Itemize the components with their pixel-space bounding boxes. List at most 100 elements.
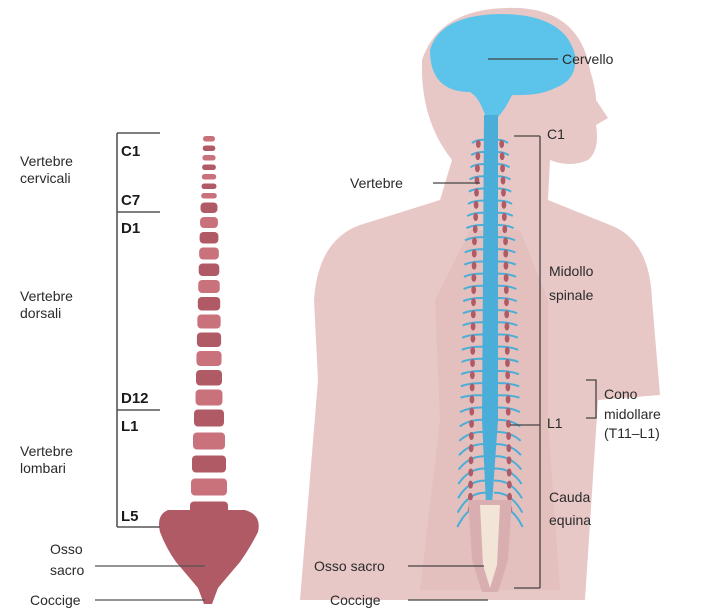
vertebra-marker [470,371,475,379]
vertebrae-label: Vertebre [350,175,403,192]
dorsal-label-line1: Vertebre [20,288,100,305]
vertebra-marker [471,310,476,318]
vertebra-marker [474,189,479,197]
vertebra-marker [505,383,510,391]
c1-label: C1 [547,126,565,143]
vertebra-marker [504,298,509,306]
mark-d12: D12 [121,390,149,407]
vertebra-marker [506,396,511,404]
vertebra-3 [202,155,215,161]
lumbar-label-line2: lombari [20,460,100,477]
cord-label-line2: spinale [549,287,639,304]
vertebra-marker [504,286,509,294]
vertebra-marker [507,469,512,477]
vertebra-marker [507,481,512,489]
vertebra-23 [191,479,227,496]
vertebra-marker [500,152,505,160]
vertebra-marker [471,335,476,343]
cone-label-line1: Cono [604,386,700,403]
brain-label: Cervello [562,51,613,68]
cervical-label-line1: Vertebre [20,153,100,170]
vertebra-marker [468,481,473,489]
vertebra-marker [503,250,508,258]
vertebra-marker [500,164,505,172]
dorsal-label: Vertebre dorsali [20,288,100,322]
lumbar-label-line1: Vertebre [20,443,100,460]
vertebra-marker [505,335,510,343]
vertebra-4 [202,165,216,171]
right-sacrum-label: Osso sacro [314,558,385,575]
vertebra-20 [194,410,224,427]
left-sacrum-line2: sacro [50,562,110,579]
mark-l5: L5 [121,508,139,525]
vertebra-marker [507,493,512,501]
vertebra-19 [196,390,223,406]
left-sacrum-line1: Osso [50,541,110,558]
vertebra-6 [202,184,217,190]
vertebra-21 [193,433,225,450]
vertebra-marker [505,371,510,379]
vertebra-marker [469,408,474,416]
vertebra-marker [499,140,504,148]
left-sacrum-label: Osso sacro [50,541,110,579]
vertebra-marker [470,383,475,391]
cauda-label-line1: Cauda [549,489,629,506]
cone-label: Cono midollare (T11–L1) [604,386,700,442]
vertebra-marker [468,469,473,477]
vertebra-15 [197,315,220,329]
vertebra-marker [476,140,481,148]
vertebra-marker [504,262,509,270]
vertebra-marker [506,444,511,452]
mark-l1: L1 [121,418,139,435]
vertebra-marker [474,201,479,209]
dorsal-label-line2: dorsali [20,305,100,322]
cauda-label: Cauda equina [549,489,629,529]
vertebra-14 [198,297,220,311]
vertebral-column [190,136,228,519]
vertebra-marker [472,250,477,258]
vertebra-2 [203,146,216,152]
vertebra-marker [469,420,474,428]
vertebra-1 [203,136,215,142]
vertebra-5 [202,174,216,180]
vertebra-marker [470,396,475,404]
cord-label-line1: Midollo [549,263,639,280]
lumbar-label: Vertebre lombari [20,443,100,477]
left-sacrum-shape [159,510,259,604]
vertebra-17 [196,351,221,366]
vertebra-marker [472,262,477,270]
vertebra-marker [501,177,506,185]
vertebra-marker [475,164,480,172]
mark-c1: C1 [121,143,140,160]
cord-label: Midollo spinale [549,263,639,304]
cervical-label: Vertebre cervicali [20,153,100,187]
vertebra-marker [505,347,510,355]
vertebra-marker [504,274,509,282]
vertebra-marker [469,444,474,452]
vertebra-marker [504,323,509,331]
vertebra-marker [468,493,473,501]
vertebra-marker [475,152,480,160]
vertebra-10 [200,232,219,244]
vertebra-18 [196,370,222,386]
vertebra-16 [197,333,221,348]
vertebra-marker [504,310,509,318]
vertebra-marker [507,456,512,464]
mark-c7: C7 [121,192,140,209]
vertebra-marker [473,225,478,233]
vertebra-marker [506,420,511,428]
vertebra-marker [505,359,510,367]
vertebra-9 [200,217,218,228]
vertebra-marker [506,408,511,416]
vertebra-marker [470,359,475,367]
right-coccyx-label: Coccige [330,592,381,609]
vertebra-12 [199,264,220,277]
vertebra-marker [473,213,478,221]
vertebra-marker [469,432,474,440]
vertebra-marker [471,298,476,306]
vertebra-7 [201,193,217,199]
vertebra-marker [506,432,511,440]
vertebra-marker [471,286,476,294]
vertebra-marker [471,323,476,331]
cone-label-line3: (T11–L1) [604,425,700,442]
